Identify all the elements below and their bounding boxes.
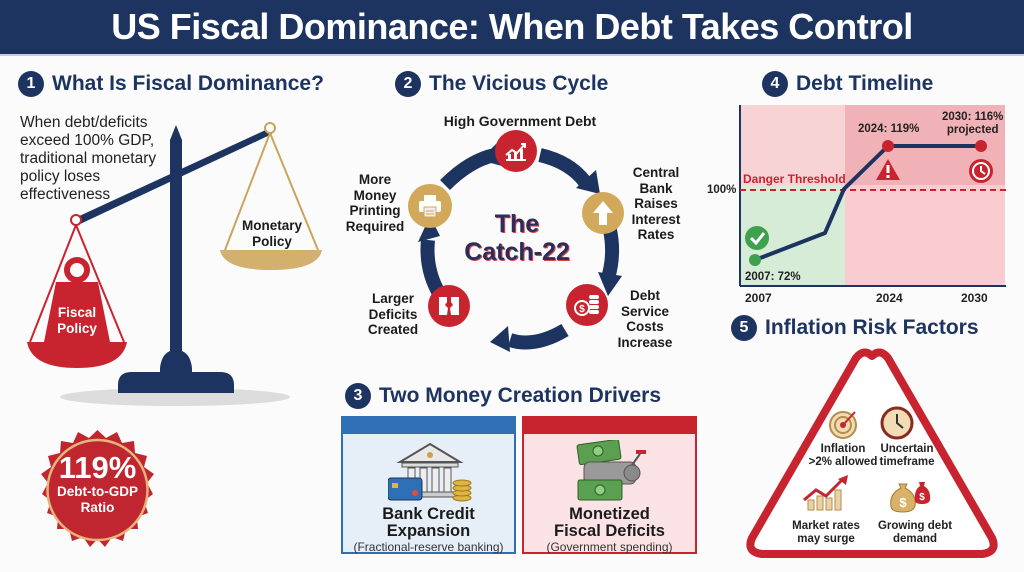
driver-title: Bank Credit Expansion <box>382 505 475 540</box>
svg-text:$: $ <box>899 495 907 510</box>
money-bags-icon: $ $ <box>890 482 931 513</box>
arrow-up-icon <box>582 192 624 234</box>
section-title: Inflation Risk Factors <box>765 316 979 339</box>
section-number: 1 <box>18 71 44 97</box>
coins-icon: $ <box>566 284 608 326</box>
x-tick-2024: 2024 <box>876 291 903 305</box>
risk-factor-debt-demand: Growing debt demand <box>877 520 953 545</box>
risk-factor-market-rates: Market rates may surge <box>792 520 860 545</box>
svg-text:$: $ <box>919 492 925 503</box>
cycle-step-printing: More Money Printing Required <box>345 172 405 234</box>
svg-text:$: $ <box>579 304 585 315</box>
check-icon <box>745 226 769 250</box>
deficit-icon <box>428 285 470 327</box>
point-label-2030: 2030: 116% projected <box>942 111 1004 136</box>
section-title: Two Money Creation Drivers <box>379 384 662 407</box>
header-banner: US Fiscal Dominance: When Debt Takes Con… <box>0 0 1024 56</box>
driver-card-monetized-deficits: Monetized Fiscal Deficits (Government sp… <box>522 416 697 554</box>
balance-scale-icon <box>27 122 322 406</box>
monetary-policy-label: Monetary Policy <box>241 218 302 249</box>
debt-timeline-chart <box>739 105 1006 287</box>
section2-heading: 2 The Vicious Cycle <box>395 71 608 97</box>
danger-threshold-label: Danger Threshold <box>743 172 846 186</box>
fiscal-dominance-description: When debt/deficits exceed 100% GDP, trad… <box>20 114 157 203</box>
point-label-2024: 2024: 119% <box>858 123 920 135</box>
fiscal-policy-label: Fiscal Policy <box>57 305 97 336</box>
seal-badge-icon <box>41 430 154 547</box>
section-number: 4 <box>762 71 788 97</box>
driver-subtitle: (Government spending) <box>546 540 673 554</box>
target-icon <box>829 411 857 439</box>
clock-icon <box>880 406 914 440</box>
section-title: The Vicious Cycle <box>429 72 609 95</box>
printer-icon <box>408 184 452 228</box>
debt-to-gdp-badge: 119% Debt-to-GDP Ratio <box>25 452 170 516</box>
section5-heading: 5 Inflation Risk Factors <box>731 315 979 341</box>
section-title: What Is Fiscal Dominance? <box>52 72 324 95</box>
cycle-step-debt-service: Debt Service Costs Increase <box>617 288 673 350</box>
section-title: Debt Timeline <box>796 72 934 95</box>
risk-factor-inflation: Inflation >2% allowed <box>808 443 878 468</box>
cycle-step-rates: Central Bank Raises Interest Rates <box>631 165 681 242</box>
x-tick-2007: 2007 <box>745 291 772 305</box>
section-number: 5 <box>731 315 757 341</box>
section-number: 3 <box>345 383 371 409</box>
section-number: 2 <box>395 71 421 97</box>
cycle-step-deficits: Larger Deficits Created <box>367 291 419 337</box>
badge-value: 119% <box>58 450 137 485</box>
chart-up-icon <box>495 130 537 172</box>
section3-heading: 3 Two Money Creation Drivers <box>345 383 661 409</box>
driver-card-bank-credit: Bank Credit Expansion (Fractional-reserv… <box>341 416 516 554</box>
cycle-step-high-debt: High Government Debt <box>443 113 597 129</box>
bank-icon <box>388 442 472 502</box>
page-title: US Fiscal Dominance: When Debt Takes Con… <box>111 6 913 47</box>
money-printer-icon <box>576 440 646 501</box>
point-label-2007: 2007: 72% <box>745 271 801 283</box>
driver-subtitle: (Fractional-reserve banking) <box>353 540 504 554</box>
trend-up-icon <box>803 475 848 511</box>
section1-heading: 1 What Is Fiscal Dominance? <box>18 71 324 97</box>
catch-22-label: The Catch-22 <box>464 210 570 266</box>
risk-factor-timeframe: Uncertain timeframe <box>879 443 935 468</box>
section4-heading: 4 Debt Timeline <box>762 71 933 97</box>
x-tick-2030: 2030 <box>961 291 988 305</box>
driver-title: Monetized Fiscal Deficits <box>554 505 665 540</box>
y-tick-100: 100% <box>707 184 737 196</box>
